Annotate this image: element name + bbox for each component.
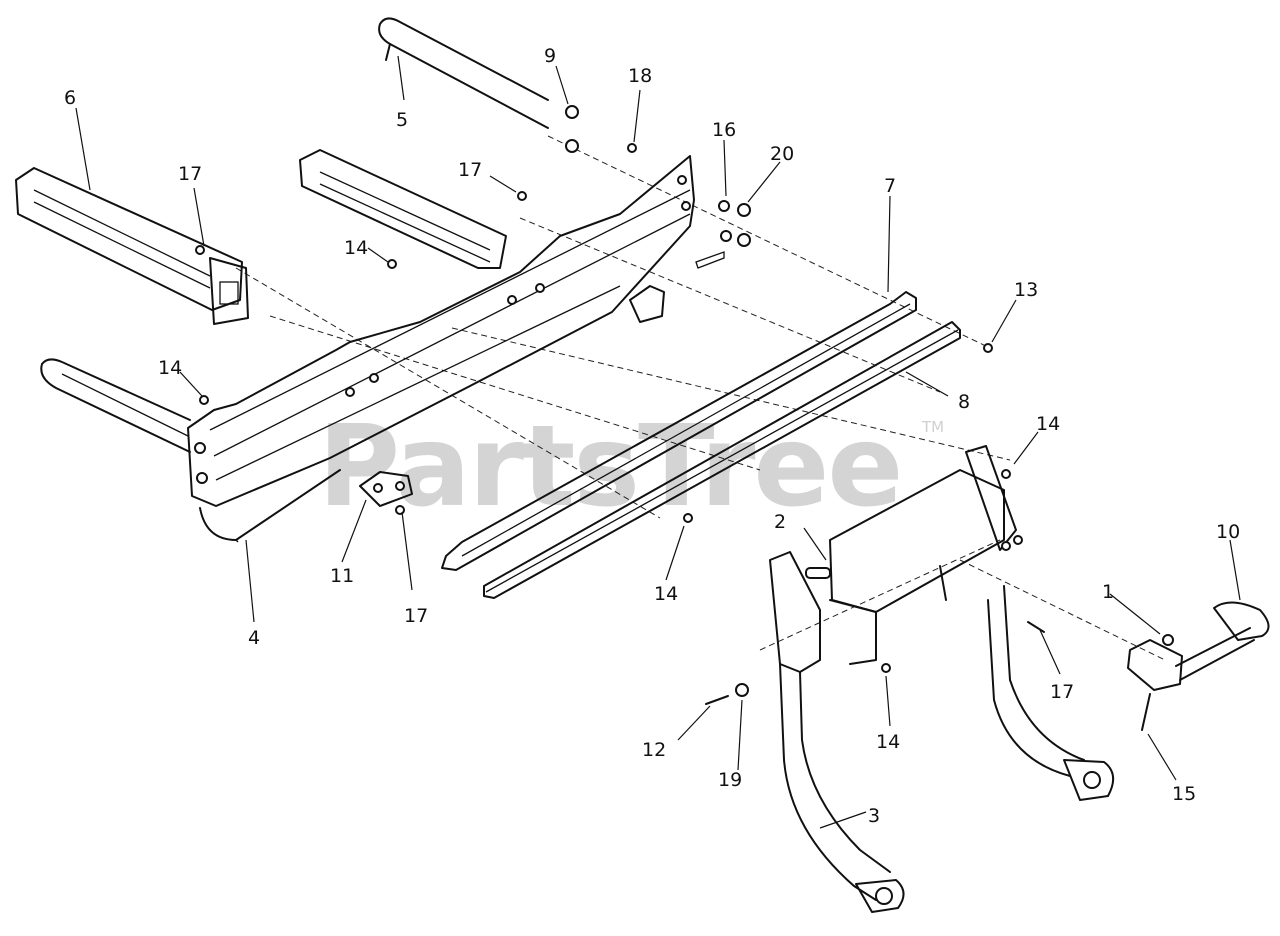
leader-lines (75, 55, 1241, 829)
part-4-frame (40, 155, 725, 543)
callout-11: 11 (330, 565, 354, 587)
hardware-bottom (705, 621, 1045, 705)
callouts: 1 2 3 4 5 6 7 8 9 10 11 12 13 14 14 14 1… (64, 45, 1240, 827)
callout-19: 19 (718, 769, 742, 791)
callout-9: 9 (544, 45, 556, 67)
callout-2: 2 (774, 511, 786, 533)
callout-14-a: 14 (344, 237, 368, 259)
watermark-trademark: TM (921, 418, 944, 436)
part-10-latch (1127, 601, 1270, 731)
callout-14-b: 14 (158, 357, 182, 379)
callout-15: 15 (1172, 783, 1196, 805)
callout-14-d: 14 (654, 583, 678, 605)
callout-14-c: 14 (1036, 413, 1060, 435)
assembly-lines (235, 135, 1166, 661)
part-7-plate (441, 291, 917, 571)
callout-14-e: 14 (876, 731, 900, 753)
part-6-arm (15, 167, 249, 325)
callout-8: 8 (958, 391, 970, 413)
callout-17-a: 17 (178, 163, 202, 185)
callout-6: 6 (64, 87, 76, 109)
rear-slotted-arm (299, 149, 507, 269)
callout-17-d: 17 (1050, 681, 1074, 703)
callout-1: 1 (1102, 581, 1114, 603)
callout-7: 7 (884, 175, 896, 197)
part-8-strip (483, 321, 961, 599)
callout-10: 10 (1216, 521, 1240, 543)
callout-5: 5 (396, 109, 408, 131)
callout-18: 18 (628, 65, 652, 87)
part-3-hitch (769, 445, 1115, 913)
callout-4: 4 (248, 627, 260, 649)
callout-13: 13 (1014, 279, 1038, 301)
watermark-text: PartsTree (318, 402, 901, 532)
callout-3: 3 (868, 805, 880, 827)
callout-17-c: 17 (404, 605, 428, 627)
callout-12: 12 (642, 739, 666, 761)
part-11-bracket (359, 471, 413, 507)
part-5-handle (378, 17, 549, 129)
callout-20: 20 (770, 143, 794, 165)
watermark: PartsTree TM (318, 402, 944, 532)
callout-16: 16 (712, 119, 736, 141)
callout-17-b: 17 (458, 159, 482, 181)
hardware-top (195, 105, 993, 523)
